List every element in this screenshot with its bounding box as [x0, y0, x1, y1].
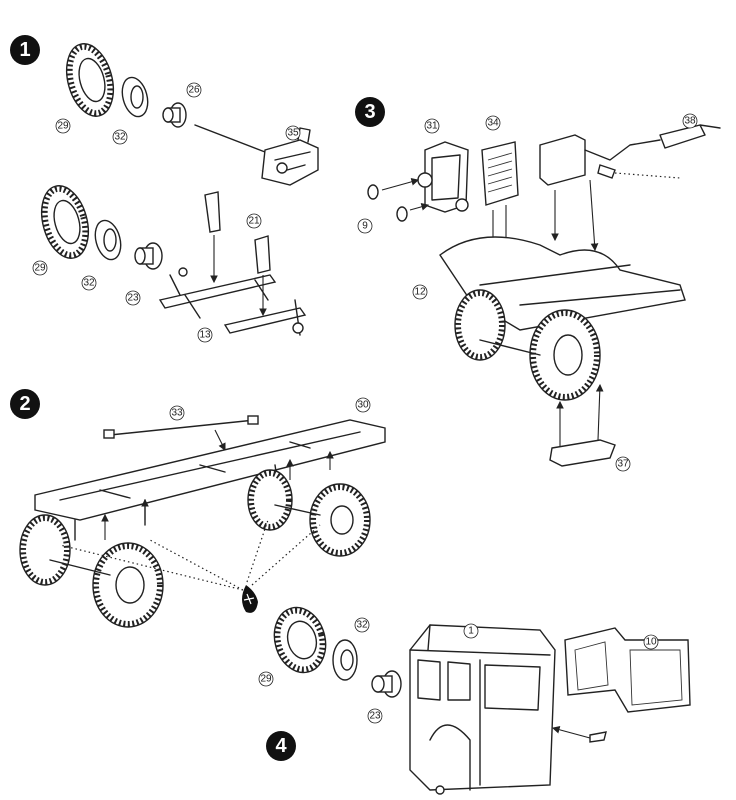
part-label-29: 29 — [32, 260, 48, 276]
rim-32 — [121, 76, 149, 118]
tire-29-step4 — [273, 606, 327, 674]
svg-text:3: 3 — [364, 101, 375, 123]
rim-32-step4 — [332, 639, 358, 681]
part-label-31: 31 — [424, 118, 440, 134]
svg-text:29: 29 — [57, 121, 69, 132]
part-label-13: 13 — [197, 327, 213, 343]
svg-text:9: 9 — [362, 221, 368, 232]
cab-1 — [409, 624, 556, 795]
svg-text:31: 31 — [426, 121, 438, 132]
step-2: 2 — [10, 389, 386, 628]
svg-text:13: 13 — [199, 330, 211, 341]
tire-29 — [65, 43, 115, 117]
headlight-9 — [367, 184, 408, 222]
step-badge-4 — [266, 731, 296, 761]
step-3: 3 — [355, 97, 721, 467]
step-1: 1 — [10, 35, 319, 336]
svg-text:23: 23 — [369, 711, 381, 722]
part-label-9: 9 — [357, 218, 373, 234]
tire-29-lower — [40, 185, 90, 259]
part-label-37: 37 — [615, 456, 631, 472]
part-label-21: 21 — [246, 213, 262, 229]
svg-text:29: 29 — [34, 263, 46, 274]
part-label-32: 32 — [81, 275, 97, 291]
svg-text:4: 4 — [275, 735, 287, 757]
mirror-part — [589, 731, 607, 743]
hub-23-step4 — [371, 670, 402, 698]
part-label-26: 26 — [186, 82, 202, 98]
svg-text:37: 37 — [617, 459, 629, 470]
part-label-29: 29 — [55, 118, 71, 134]
part-label-30: 30 — [355, 397, 371, 413]
hub-26 — [162, 102, 187, 128]
svg-text:1: 1 — [19, 39, 30, 61]
svg-text:2: 2 — [19, 393, 30, 415]
part-labels: 29 32 26 35 29 32 23 21 13 31 34 38 9 12… — [32, 82, 698, 724]
part-label-38: 38 — [682, 113, 698, 129]
part-label-23: 23 — [367, 708, 383, 724]
spring-21 — [204, 191, 271, 274]
part-label-12: 12 — [412, 284, 428, 300]
svg-text:1: 1 — [468, 626, 474, 637]
svg-text:32: 32 — [356, 620, 368, 631]
svg-text:23: 23 — [127, 293, 139, 304]
svg-text:29: 29 — [260, 674, 272, 685]
svg-text:38: 38 — [684, 116, 696, 127]
part-label-35: 35 — [285, 125, 301, 141]
frame-13 — [158, 267, 307, 336]
part-label-23: 23 — [125, 290, 141, 306]
svg-text:32: 32 — [83, 278, 95, 289]
grille-31 — [417, 141, 469, 213]
axle-35 — [261, 127, 319, 186]
radiator-34 — [481, 141, 519, 206]
rod-33 — [103, 415, 259, 439]
rim-32-lower — [94, 219, 122, 261]
step-4: 4 — [266, 606, 691, 795]
hub-23 — [134, 242, 163, 270]
svg-text:10: 10 — [645, 637, 657, 648]
glass-10 — [564, 627, 691, 713]
svg-text:32: 32 — [114, 132, 126, 143]
svg-text:26: 26 — [188, 85, 200, 96]
part-label-33: 33 — [169, 405, 185, 421]
front-wheels — [454, 289, 601, 401]
part-label-32: 32 — [354, 617, 370, 633]
svg-text:35: 35 — [287, 128, 299, 139]
exhaust-38 — [539, 124, 721, 186]
part-label-29: 29 — [258, 671, 274, 687]
step-badge-3 — [355, 97, 385, 127]
svg-text:12: 12 — [414, 287, 426, 298]
svg-text:33: 33 — [171, 408, 183, 419]
step-badge-1 — [10, 35, 40, 65]
step-badge-2 — [10, 389, 40, 419]
svg-text:21: 21 — [248, 216, 260, 227]
wheels-chassis — [19, 469, 371, 628]
step-37 — [549, 439, 616, 467]
svg-text:30: 30 — [357, 400, 369, 411]
part-label-1: 1 — [463, 623, 479, 639]
part-label-10: 10 — [643, 634, 659, 650]
part-label-34: 34 — [485, 115, 501, 131]
svg-text:34: 34 — [487, 118, 499, 129]
part-label-32: 32 — [112, 129, 128, 145]
glue-drop-icon — [59, 519, 321, 613]
